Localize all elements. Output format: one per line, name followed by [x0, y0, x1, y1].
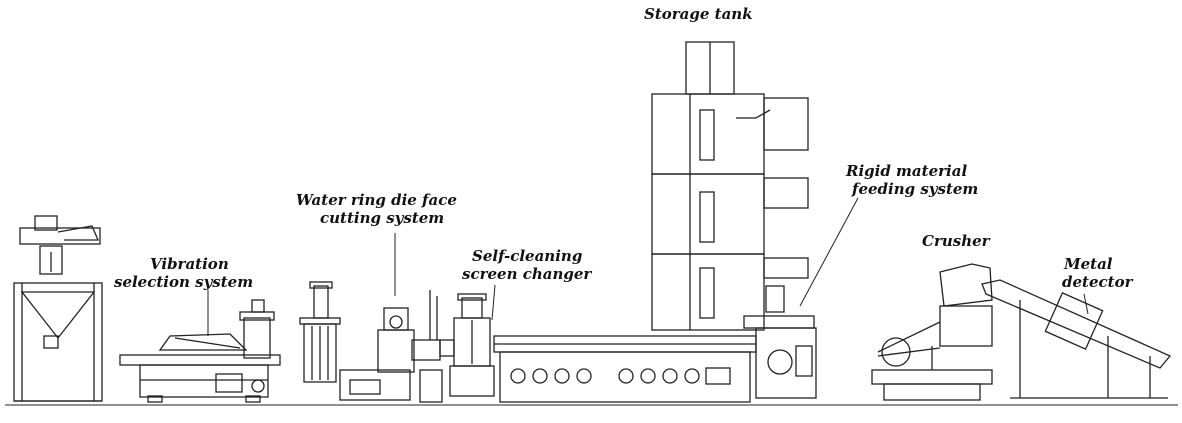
- silo-hopper: [13, 215, 103, 402]
- screen-changer: [439, 293, 495, 397]
- label-metal-line2: detector: [1062, 273, 1133, 291]
- rigid-feed-pointer: [799, 197, 859, 307]
- label-rigid-feed-line1: Rigid material: [846, 162, 968, 180]
- label-metal-line1: Metal: [1064, 255, 1113, 273]
- label-storage-tank: Storage tank: [644, 5, 753, 23]
- label-vibration-line2: selection system: [114, 273, 254, 291]
- gearbox-motor: [743, 315, 817, 399]
- metal-detector-pointer: [1083, 293, 1089, 315]
- water-ring-cutter: [299, 281, 443, 403]
- label-water-ring-line2: cutting system: [320, 209, 445, 227]
- screen-changer-pointer: [491, 284, 496, 321]
- extruder-barrel: [493, 335, 757, 403]
- label-water-ring-line1: Water ring die face: [296, 191, 457, 209]
- label-self-clean-line2: screen changer: [462, 265, 592, 283]
- vibration-selection-machine: [119, 299, 281, 403]
- crusher-machine: [871, 263, 993, 401]
- label-crusher: Crusher: [922, 232, 990, 250]
- label-rigid-feed-line2: feeding system: [852, 180, 979, 198]
- metal-detector-conveyor: [981, 279, 1172, 399]
- label-vibration-line1: Vibration: [150, 255, 229, 273]
- storage-tank-structure: [651, 41, 809, 331]
- label-self-clean-line1: Self-cleaning: [472, 247, 583, 265]
